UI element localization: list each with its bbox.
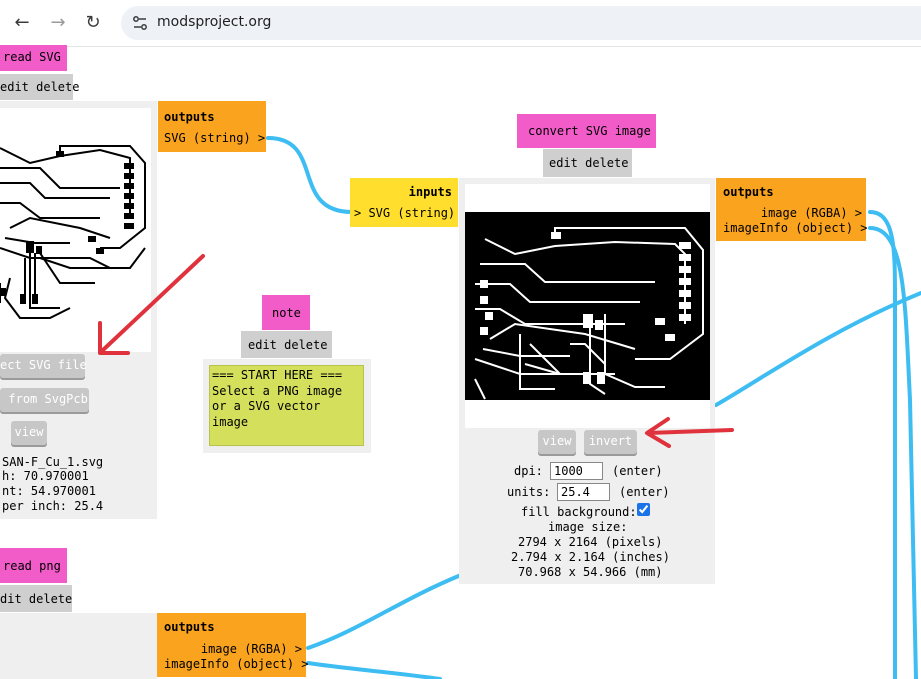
note-edit-delete[interactable]: edit delete [241,331,332,358]
image-size-pixels: 2794 x 2164 (pixels) [518,535,663,549]
dpi-label: dpi: [514,464,543,478]
svg-units-per-inch: per inch: 25.4 [2,499,104,513]
reload-icon[interactable]: ↻ [85,11,101,33]
invert-button[interactable]: invert [584,430,637,454]
wire-png-imageinfo [306,661,442,679]
convert-svg-title[interactable]: convert SVG image [517,114,656,148]
output-image-rgba[interactable]: image (RGBA) > [760,206,862,220]
arrow-to-invert [646,428,734,435]
dpi-enter: (enter) [612,464,663,478]
image-size-inches: 2.794 x 2.164 (inches) [511,550,670,564]
url-text[interactable]: modsproject.org [157,14,272,30]
invert-label: invert [588,434,633,448]
read-svg-title[interactable]: read SVG [0,45,67,71]
convert-svg-inputs: inputs > SVG (string) [350,178,458,227]
convert-svg-outputs: outputs image (RGBA) > imageInfo (object… [716,178,868,241]
read-svg-preview [0,108,151,352]
read-png-title-text: read png [3,559,61,573]
site-settings-icon[interactable] [132,15,148,31]
convert-svg-title-text: convert SVG image [528,124,651,138]
input-svg-string[interactable]: > SVG (string) [354,206,456,220]
convert-svg-edit-delete[interactable]: edit delete [543,149,632,177]
svg-height: nt: 54.970001 [2,484,96,498]
back-icon[interactable]: ← [14,11,30,33]
convert-svg-edit-delete-text[interactable]: edit delete [549,156,629,170]
read-png-panel [0,613,157,679]
convert-view-button[interactable]: view [538,430,576,454]
read-svg-view-button[interactable]: view [11,421,47,445]
fill-background-checkbox[interactable] [637,503,650,516]
wire-svg-to-convert [266,136,354,214]
read-png-outputs: outputs image (RGBA) > imageInfo (object… [157,613,309,677]
png-output-imageinfo[interactable]: imageInfo (object) > [164,657,309,671]
png-outputs-heading: outputs [164,620,215,634]
wire-imageinfo-out [868,226,918,679]
arrow-to-invert-head [645,417,671,448]
select-svg-file-button[interactable]: ect SVG file [0,354,87,378]
arrow-to-select-file-head [98,321,130,355]
pcb-trace-preview [0,145,146,319]
read-svg-outputs: outputs SVG (string) > [158,101,266,152]
output-imageinfo-object[interactable]: imageInfo (object) > [723,221,868,235]
arrow-to-select-file [101,254,205,352]
convert-svg-preview-frame [465,184,710,428]
forward-icon[interactable]: → [50,11,66,33]
converted-image-preview [465,212,710,400]
load-from-svgpcb-label: from SvgPcb [1,392,88,406]
fill-background-label: fill background: [521,505,637,519]
address-bar[interactable]: modsproject.org [121,6,921,40]
png-output-image-rgba[interactable]: image (RGBA) > [200,642,302,656]
image-size-mm: 70.968 x 54.966 (mm) [518,565,663,579]
read-svg-edit-delete-text[interactable]: edit delete [0,80,80,94]
note-textarea[interactable]: === START HERE === Select a PNG image or… [209,365,364,446]
inputs-heading: inputs [408,185,452,199]
note-title[interactable]: note [262,295,310,330]
image-size-label: image size: [548,520,628,534]
select-svg-file-label: ect SVG file [0,358,87,372]
units-input[interactable] [557,483,610,501]
dpi-input[interactable] [550,462,603,480]
note-edit-delete-text[interactable]: edit delete [248,338,328,352]
read-png-title[interactable]: read png [0,548,67,583]
convert-outputs-heading: outputs [723,185,774,199]
read-svg-edit-delete[interactable]: edit delete [0,74,79,100]
read-svg-title-text: read SVG [3,50,61,64]
convert-view-label: view [542,434,572,448]
browser-toolbar: ← → ↻ modsproject.org [0,0,921,47]
output-svg-string[interactable]: SVG (string) > [164,131,266,145]
outputs-heading: outputs [164,110,215,124]
read-png-edit-delete-text[interactable]: dit delete [0,592,73,606]
note-title-text: note [272,306,301,320]
wire-convert-to-png [306,573,463,650]
load-from-svgpcb-button[interactable]: from SvgPcb [0,388,89,412]
read-svg-view-label: view [14,425,44,439]
svg-filename: SAN-F_Cu_1.svg [2,455,104,469]
units-enter: (enter) [619,485,670,499]
wire-from-right [714,291,921,407]
units-label: units: [507,485,551,499]
read-png-edit-delete[interactable]: dit delete [0,585,72,612]
svg-width: h: 70.970001 [2,469,89,483]
